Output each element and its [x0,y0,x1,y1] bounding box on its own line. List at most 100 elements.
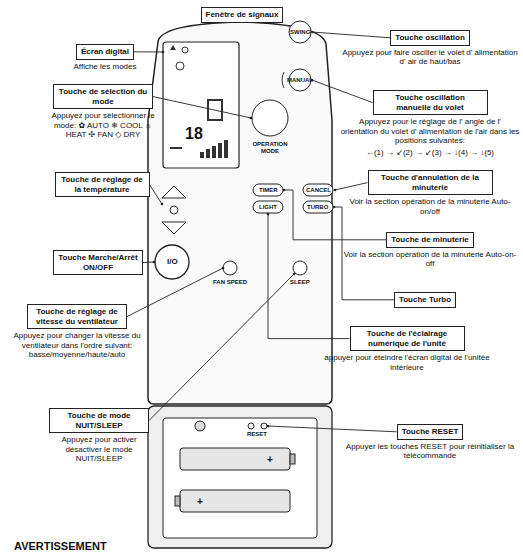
turbo-button [303,201,333,213]
callout-description: appuyer pour éteindre l'écran digital de… [322,353,492,372]
timer-button [253,184,283,196]
button-label: LIGHT [259,204,277,211]
callout-description: Appuyez pour faire osciller le volet d' … [340,48,520,67]
leader-line [134,51,163,52]
callout-box: Touche de sélection du modeAppuyez pour … [44,84,162,140]
leader-end [293,273,296,276]
sleep-button [293,261,307,275]
leader-end [267,425,270,428]
button-label: MANUAL [287,77,313,84]
screw [195,421,205,431]
lcd-screen [163,42,239,168]
figure-part [206,149,210,158]
callout-box: Touche de réglage de la température [52,172,152,197]
leader-end [162,51,165,54]
remote-body [148,22,332,404]
battery-terminal [290,454,295,464]
leader-end [311,31,314,34]
leader-line [127,268,223,317]
button-label: 18 [185,125,203,143]
callout-title: Touche d'annulation de la minuterie [368,170,493,195]
callout-box: Fenêtre de signaux [196,3,288,23]
figure-part [200,152,204,158]
callout-title: Touche oscillation manuelle du volet [373,90,488,115]
leader-line [143,262,154,264]
button-label: RESET [247,431,267,438]
button-label: I/O [167,258,178,267]
reset-pad [248,423,254,429]
button-label: + [267,454,273,465]
callout-box: Touche de mode NUIT/SLEEPAppuyez pour ac… [44,408,154,464]
callout-title: Touche Marche/Arrêt ON/OFF [53,250,143,275]
callout-description: ←(1) → ↙(2) → ↙(3) → ↓(4) → ↓(5) [340,148,520,158]
callout-title: Touche de sélection du mode [53,84,153,109]
battery [180,490,290,512]
figure-part [212,146,216,158]
leader-line [312,80,373,103]
mode-button [252,100,288,136]
callout-description: Appuyez pour le réglage de l' angle de l… [340,117,520,146]
temp-down-button [162,222,186,234]
button-label: CANCEL [306,187,331,194]
reset-pad [261,423,267,429]
temp-symbol [170,206,178,214]
leader-line [150,185,163,204]
button-label: FAN SPEED [213,279,247,286]
button-label: SLEEP [290,279,310,286]
leader-end [283,189,286,192]
button-label: TURBO [307,204,328,211]
figure-part [176,62,184,70]
callout-title: Touche de minuterie [386,232,474,248]
fan-speed-button [223,261,237,275]
callout-title: Touche RESET [397,424,464,440]
temp-up-button [162,186,186,198]
leader-line [335,183,368,190]
callout-box: Touche oscillation manuelle du voletAppu… [340,90,520,158]
battery [180,448,290,470]
leader-end [334,189,337,192]
callout-description: Affiche les modes [55,62,155,72]
callout-box: Touche RESET Appuyer les touches RESET po… [345,420,515,461]
callout-title: Touche Turbo [394,292,456,308]
swing-button [289,21,311,43]
leader-line [268,214,350,339]
callout-description: Appuyer les touches RESET pour réinitial… [345,442,515,461]
warning-heading: AVERTISSEMENT [14,540,107,552]
cancel-button [303,184,333,196]
battery-compartment [163,418,317,538]
figure-part [224,140,228,158]
leader-end [153,261,156,264]
callout-box: Touche de l'éclairage numérique de l'uni… [322,326,492,372]
callout-title: Touche de l'éclairage numérique de l'uni… [350,326,465,351]
swing-symbol [282,72,284,88]
callout-box: Touche Turbo [370,288,480,308]
button-label: TIMER [259,187,278,194]
leader-end [161,203,164,206]
button-label: OPERATION MODE [248,141,292,154]
callout-title: Touche oscillation [390,30,470,46]
callout-box: Touche oscillationAppuyez pour faire osc… [340,26,520,67]
battery-terminal [175,496,180,506]
figure-part [163,42,239,168]
callout-box: Touche de minuterieVoir la section opéra… [340,228,520,269]
figure-part [182,47,188,53]
callout-title: Touche de mode NUIT/SLEEP [49,408,149,433]
leader-end [333,206,336,209]
leader-end [250,117,253,120]
callout-box: Touche Marche/Arrêt ON/OFF [48,250,148,275]
callout-box: Écran digitalAffiche les modes [55,40,155,71]
figure-part [218,143,222,158]
leader-line [149,274,294,421]
callout-description: Appuyez pour changer la vitesse du venti… [2,331,152,360]
callout-description: Appuyez pour sélectionner le mode: ✿ AUT… [44,111,162,140]
callout-title: Touche de réglage de la température [55,172,150,197]
callout-description: Voir la section opération de la minuteri… [340,197,520,216]
leader-line [268,426,397,432]
callout-box: Touche d'annulation de la minuterieVoir … [340,170,520,216]
callout-description: Voir la section opération de la minuteri… [340,250,520,269]
callout-title: Fenêtre de signaux [201,7,284,23]
leader-line [153,97,251,118]
callout-title: Écran digital [76,44,134,60]
callout-description: Appuyez pour activer désactiver le mode … [44,435,154,464]
